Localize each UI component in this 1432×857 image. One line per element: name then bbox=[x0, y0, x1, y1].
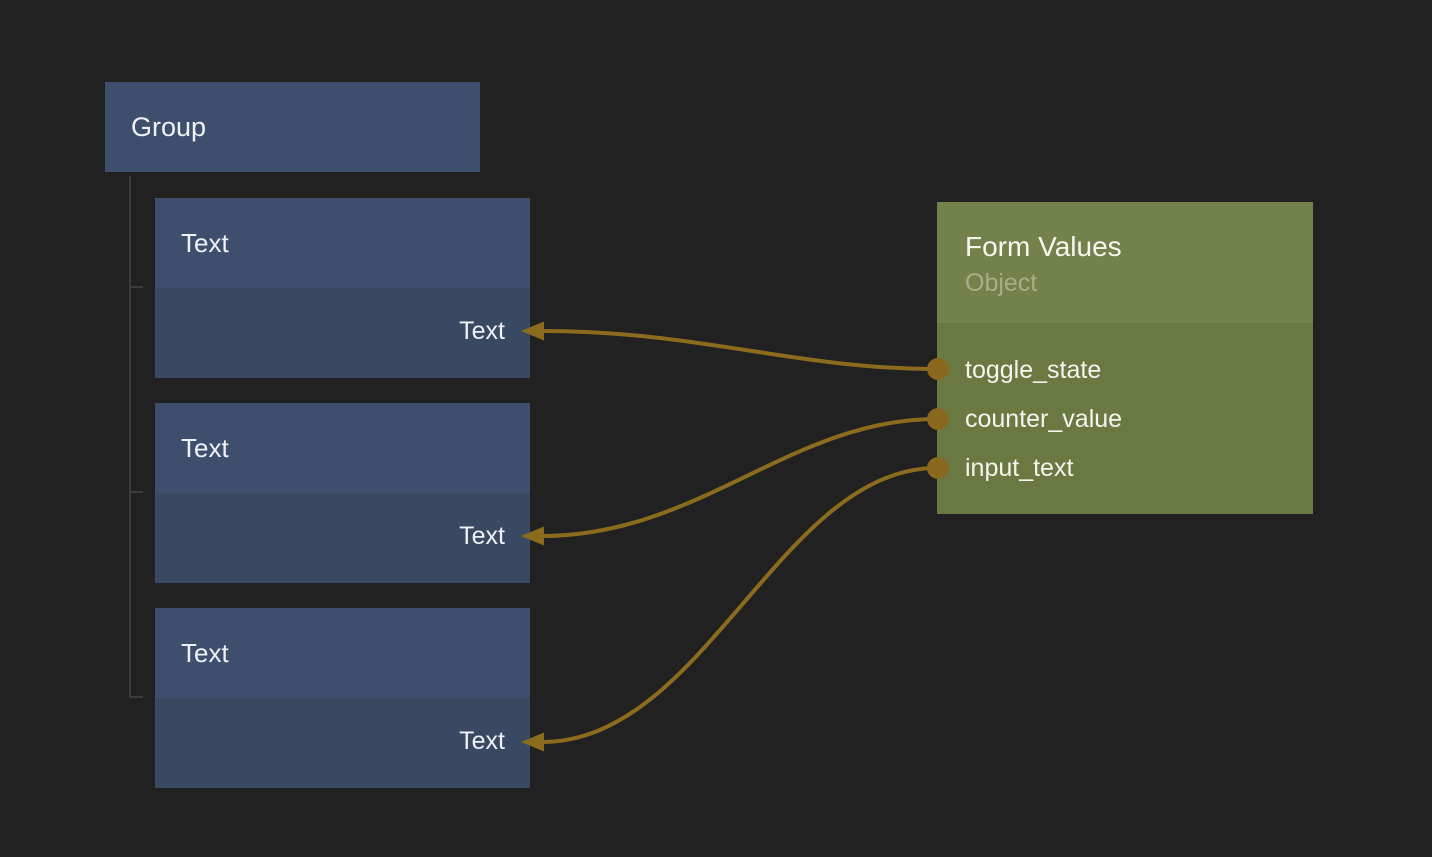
output-row-input-text[interactable]: input_text bbox=[965, 454, 1074, 482]
output-row-counter-value[interactable]: counter_value bbox=[965, 405, 1123, 433]
form-values-node-title: Form Values bbox=[965, 231, 1122, 262]
text-node-1-input-port-label[interactable]: Text bbox=[459, 317, 505, 345]
group-node[interactable]: Group bbox=[105, 82, 480, 172]
form-values-node-subtitle: Object bbox=[965, 269, 1038, 297]
wire-toggle-state-to-text-1[interactable] bbox=[541, 329, 938, 371]
text-node-3-header[interactable] bbox=[155, 608, 530, 698]
group-node-title: Group bbox=[131, 112, 207, 142]
group-children-bracket-line bbox=[129, 176, 143, 698]
form-values-node-header[interactable] bbox=[937, 202, 1313, 323]
text-node-1[interactable]: Text Text bbox=[155, 198, 530, 378]
text-node-3-input-port-label[interactable]: Text bbox=[459, 727, 505, 755]
text-node-3-title: Text bbox=[181, 638, 229, 668]
text-node-1-title: Text bbox=[181, 228, 229, 258]
wire-counter-value-to-text-2[interactable] bbox=[541, 417, 938, 538]
text-node-3[interactable]: Text Text bbox=[155, 608, 530, 788]
text-node-2[interactable]: Text Text bbox=[155, 403, 530, 583]
wire-input-text-to-text-3[interactable] bbox=[541, 466, 938, 744]
text-node-1-header[interactable] bbox=[155, 198, 530, 288]
output-row-toggle-state[interactable]: toggle_state bbox=[965, 356, 1102, 384]
form-values-node[interactable]: Form Values Object toggle_state counter_… bbox=[937, 202, 1313, 514]
text-node-2-header[interactable] bbox=[155, 403, 530, 493]
text-node-2-title: Text bbox=[181, 433, 229, 463]
text-node-2-input-port-label[interactable]: Text bbox=[459, 522, 505, 550]
